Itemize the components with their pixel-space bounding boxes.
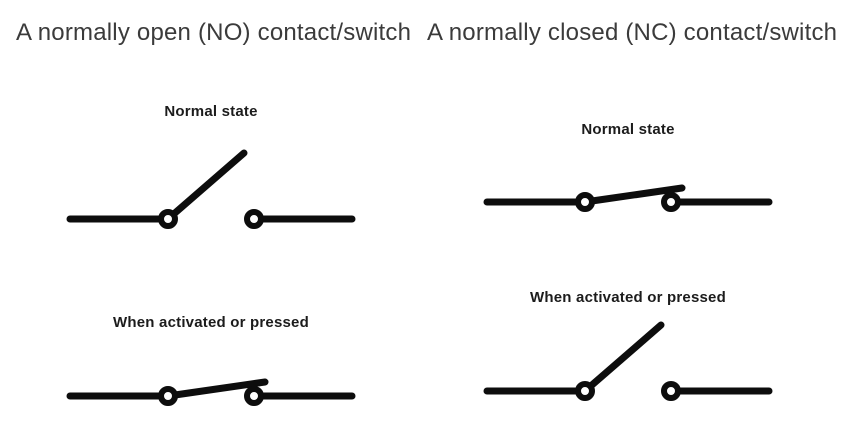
- fixed-terminal: [661, 192, 681, 212]
- switch-arm-open: [581, 321, 665, 395]
- no-activated-state-label: When activated or pressed: [113, 314, 309, 331]
- pivot-terminal: [158, 209, 178, 229]
- no-normal-state-label: Normal state: [164, 103, 258, 120]
- fixed-terminal: [661, 381, 681, 401]
- nc-activated-state-switch-symbol: [482, 318, 774, 404]
- switch-symbol-icon: [483, 321, 773, 401]
- no-activated-state-switch-symbol: [65, 323, 357, 409]
- switch-symbol-icon: [66, 378, 356, 406]
- pivot-terminal: [575, 381, 595, 401]
- switch-arm-open: [164, 149, 248, 223]
- switch-symbol-icon: [483, 184, 773, 212]
- pivot-terminal: [158, 386, 178, 406]
- pivot-terminal: [575, 192, 595, 212]
- switch-symbol-icon: [66, 149, 356, 229]
- nc-activated-state-label: When activated or pressed: [530, 289, 726, 306]
- switch-arm-closed: [164, 378, 269, 400]
- fixed-terminal: [244, 209, 264, 229]
- nc-normal-state-label: Normal state: [581, 121, 675, 138]
- no-normal-state-switch-symbol: [65, 146, 357, 232]
- fixed-terminal: [244, 386, 264, 406]
- normally-open-panel-title: A normally open (NO) contact/switch: [16, 19, 412, 46]
- normally-closed-panel-title: A normally closed (NC) contact/switch: [427, 19, 838, 46]
- nc-normal-state-switch-symbol: [482, 129, 774, 215]
- switch-arm-closed: [581, 184, 686, 206]
